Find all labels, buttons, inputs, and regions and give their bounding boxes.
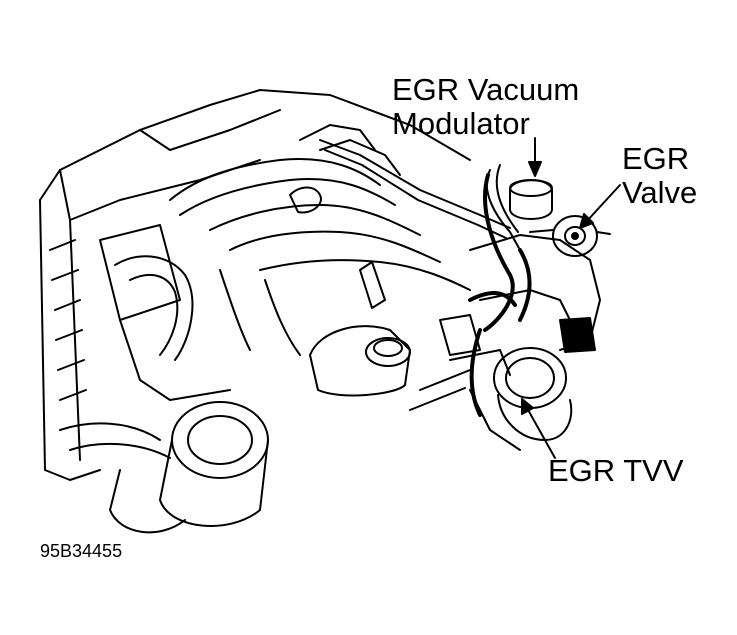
egr-valve-part — [529, 215, 611, 257]
engine-block — [39, 89, 471, 481]
oil-filter — [109, 401, 269, 534]
intake-manifold — [169, 124, 471, 356]
label-egr-valve-line1: EGR — [622, 141, 690, 176]
label-egr-tvv: EGR TVV — [548, 453, 684, 488]
label-egr-vacuum-modulator-line1: EGR Vacuum — [392, 72, 580, 107]
leader-arrows — [521, 137, 621, 459]
vacuum-hoses — [468, 173, 532, 417]
egr-pipe — [289, 139, 511, 309]
coolant-hoses — [59, 255, 194, 459]
label-egr-vacuum-modulator-line2: Modulator — [392, 106, 530, 141]
reservoir — [309, 325, 411, 397]
figure-id: 95B34455 — [40, 541, 123, 561]
label-egr-valve-line2: Valve — [622, 175, 698, 210]
